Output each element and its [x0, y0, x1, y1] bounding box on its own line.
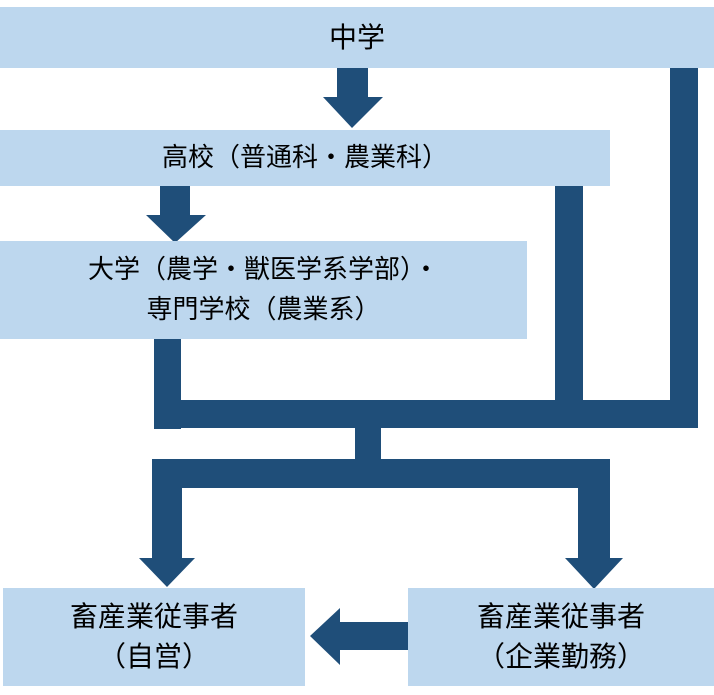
connector-high-school-bypass — [555, 186, 583, 416]
arrow-middle-to-high — [323, 68, 383, 128]
node-self-employed: 畜産業従事者 （自営） — [3, 588, 305, 686]
arrow-high-to-university — [146, 186, 206, 243]
node-label-line-2: 専門学校（農業系） — [146, 295, 381, 325]
connector-merge-bar — [154, 400, 698, 428]
node-middle-school: 中学 — [0, 7, 714, 68]
node-label-line-2: （自営） — [97, 640, 210, 673]
node-label-line-1: 大学（農学・獣医学系学部）・ — [87, 255, 439, 285]
node-label-line-1: 畜産業従事者 — [476, 600, 645, 633]
connector-stem — [355, 426, 381, 462]
connector-split-bar — [152, 459, 610, 488]
node-label-line-1: 畜産業従事者 — [69, 600, 238, 633]
node-company-employed: 畜産業従事者 （企業勤務） — [408, 588, 714, 686]
connector-middle-school-bypass — [670, 68, 698, 428]
node-high-school: 高校（普通科・農業科） — [0, 130, 610, 186]
node-label: 中学 — [328, 20, 385, 54]
arrow-company-to-self — [310, 608, 408, 665]
node-label-line-2: （企業勤務） — [476, 640, 645, 673]
node-label: 高校（普通科・農業科） — [161, 143, 448, 173]
arrow-to-self-employed — [139, 486, 195, 587]
node-university: 大学（農学・獣医学系学部）・ 専門学校（農業系） — [0, 241, 527, 339]
arrow-to-company-employed — [565, 486, 623, 589]
